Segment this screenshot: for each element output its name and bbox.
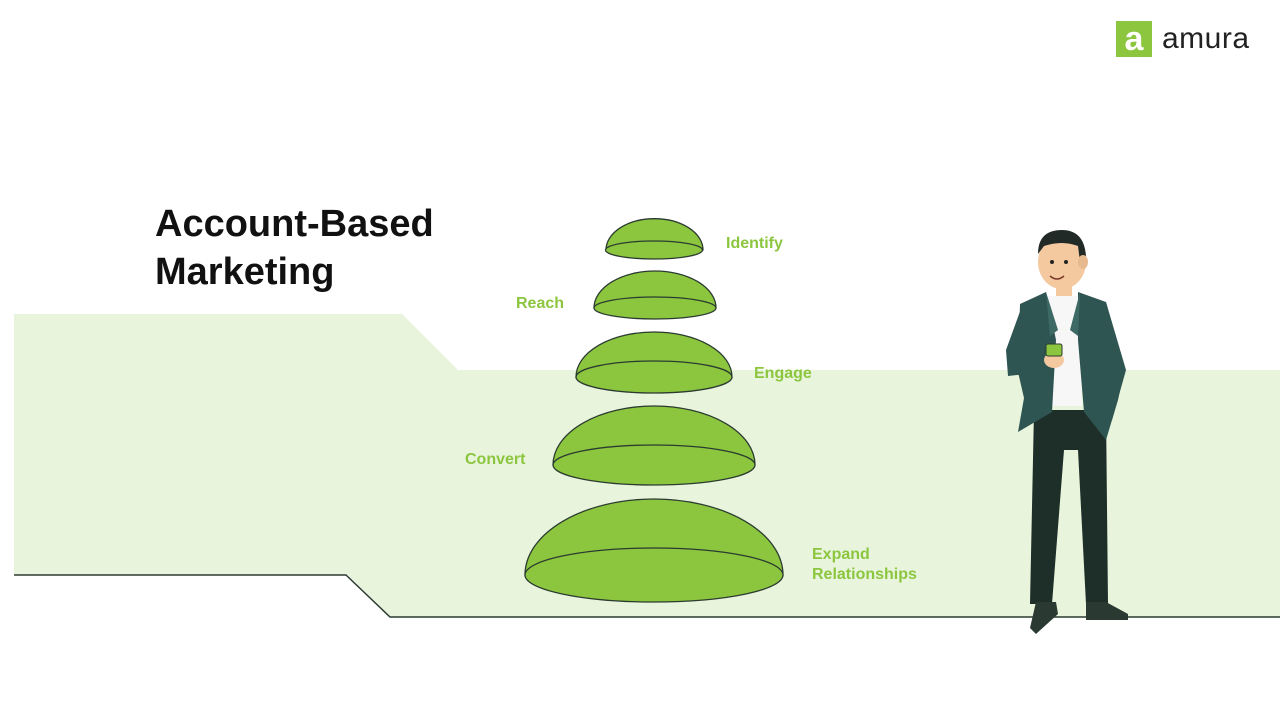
stage-label-expand-line2: Relationships (812, 566, 917, 583)
dome-engage (575, 331, 733, 394)
logo-mark-icon: a (1116, 21, 1152, 57)
dome-expand (524, 498, 784, 603)
funnel-domes (524, 218, 784, 603)
logo-wordmark: amura (1162, 22, 1250, 55)
stage-label-convert: Convert (465, 451, 526, 468)
businessman-with-phone-icon (1006, 230, 1128, 634)
title-line-2: Marketing (155, 251, 335, 293)
page-title: Account-Based Marketing (155, 200, 434, 296)
dome-convert (552, 405, 756, 486)
stage-label-reach: Reach (516, 295, 565, 312)
dome-identify (604, 218, 704, 260)
title-line-1: Account-Based (155, 203, 434, 245)
dome-reach (593, 270, 717, 320)
stage-label-expand-line1: Expand (812, 546, 870, 563)
stage-label-engage: Engage (754, 365, 812, 382)
stage-label-identify: Identify (726, 235, 783, 252)
stage-label-expand: Expand Relationships (812, 545, 917, 585)
ground-line (14, 574, 1280, 618)
brand-logo: a amura (1116, 21, 1250, 57)
